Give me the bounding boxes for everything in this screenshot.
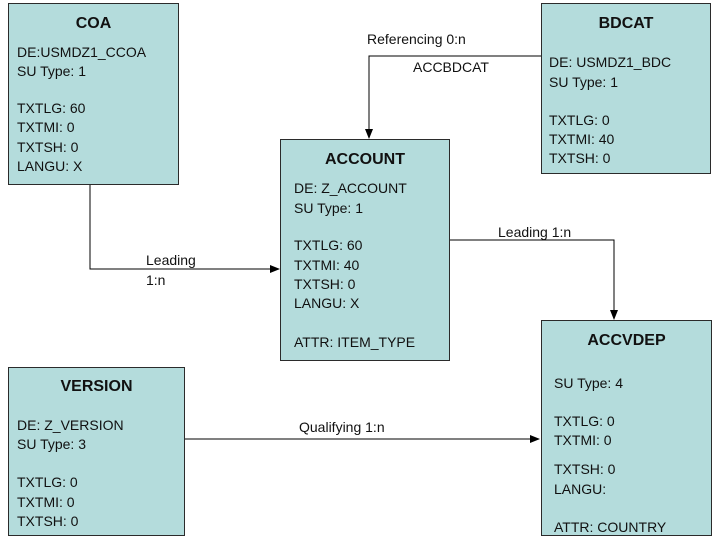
entity-title: COA	[75, 15, 112, 32]
connector-account-leading	[450, 239, 618, 320]
entity-property: ATTR: ITEM_TYPE	[294, 334, 416, 350]
entity-title: VERSION	[60, 378, 133, 395]
entity-version: VERSION DE: Z_VERSION SU Type: 3 TXTLG: …	[8, 367, 185, 536]
entity-property: TXTMI: 0	[17, 119, 75, 135]
entity-property: TXTMI: 0	[554, 432, 612, 448]
entity-title: ACCOUNT	[325, 151, 405, 168]
entity-property: DE:USMDZ1_CCOA	[17, 44, 147, 60]
entity-property: ATTR: COUNTRY	[554, 519, 667, 535]
entity-property: SU Type: 1	[294, 200, 364, 216]
entity-property: DE: USMDZ1_BDC	[549, 54, 672, 70]
entity-property: TXTMI: 40	[294, 257, 360, 273]
entity-property: TXTSH: 0	[549, 150, 611, 166]
connector-referencing	[365, 55, 541, 139]
entity-property: TXTSH: 0	[554, 461, 616, 477]
entity-property: TXTLG: 0	[549, 112, 610, 128]
entity-property: SU Type: 1	[549, 74, 619, 90]
entity-property: SU Type: 3	[17, 436, 87, 452]
entity-property: TXTLG: 60	[17, 100, 86, 116]
entity-property: TXTSH: 0	[17, 139, 79, 155]
account-leading-label: Leading 1:n	[498, 224, 572, 240]
entity-coa: COA DE:USMDZ1_CCOA SU Type: 1 TXTLG: 60 …	[8, 3, 179, 185]
referencing-label: Referencing 0:n	[367, 31, 466, 47]
entity-property: DE: Z_VERSION	[17, 417, 124, 433]
entity-property: TXTMI: 0	[17, 494, 75, 510]
entity-property: TXTSH: 0	[294, 276, 356, 292]
qualifying-label: Qualifying 1:n	[299, 419, 385, 435]
entity-property: TXTSH: 0	[17, 513, 79, 529]
coa-leading-cardinality: 1:n	[146, 272, 166, 288]
connector-coa-leading	[89, 185, 280, 273]
referencing-sublabel: ACCBDCAT	[413, 59, 489, 75]
entity-property: TXTLG: 0	[554, 413, 615, 429]
entity-property: LANGU: X	[294, 295, 360, 311]
entity-title: BDCAT	[598, 15, 654, 32]
coa-leading-label: Leading	[146, 252, 196, 268]
entity-property: LANGU: X	[17, 158, 83, 174]
entity-property: TXTLG: 60	[294, 237, 363, 253]
entity-property: SU Type: 4	[554, 375, 624, 391]
entity-accvdep: ACCVDEP SU Type: 4 TXTLG: 0 TXTMI: 0 TXT…	[541, 320, 712, 536]
entity-property: DE: Z_ACCOUNT	[294, 180, 407, 196]
entity-account: ACCOUNT DE: Z_ACCOUNT SU Type: 1 TXTLG: …	[280, 139, 450, 361]
entity-title: ACCVDEP	[587, 332, 666, 349]
entity-property: SU Type: 1	[17, 63, 87, 79]
entity-bdcat: BDCAT DE: USMDZ1_BDC SU Type: 1 TXTLG: 0…	[541, 3, 711, 174]
entity-property: TXTLG: 0	[17, 474, 78, 490]
entity-property: LANGU:	[554, 481, 607, 497]
entity-property: TXTMI: 40	[549, 131, 615, 147]
